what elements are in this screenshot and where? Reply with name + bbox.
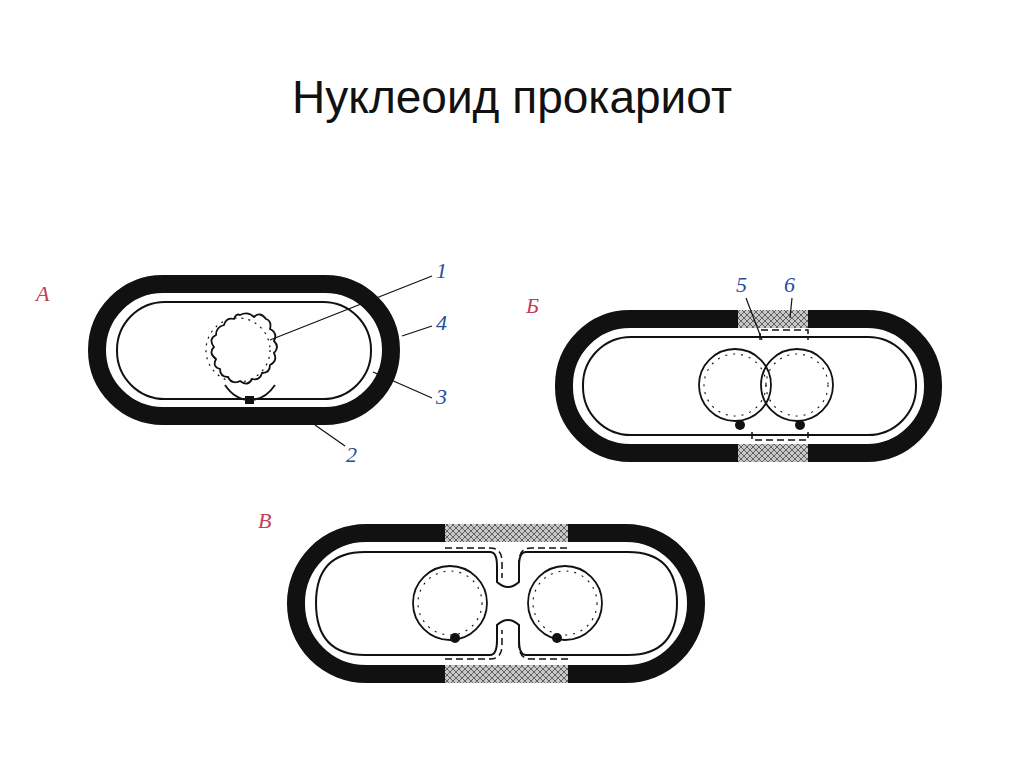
panel-letter: Б	[526, 295, 539, 317]
callout-number: 4	[436, 312, 447, 334]
callout-number: 6	[784, 274, 795, 296]
callout-number: 3	[436, 386, 447, 408]
slide-title: Нуклеоид прокариот	[292, 74, 732, 120]
panel-letter: В	[258, 510, 271, 532]
callout-number: 1	[436, 260, 447, 282]
panel-letter: А	[36, 283, 49, 305]
callout-number: 2	[346, 444, 357, 466]
callout-number: 5	[736, 274, 747, 296]
cell-v	[296, 524, 696, 683]
cell-a	[97, 276, 432, 446]
cell-b	[564, 298, 933, 462]
